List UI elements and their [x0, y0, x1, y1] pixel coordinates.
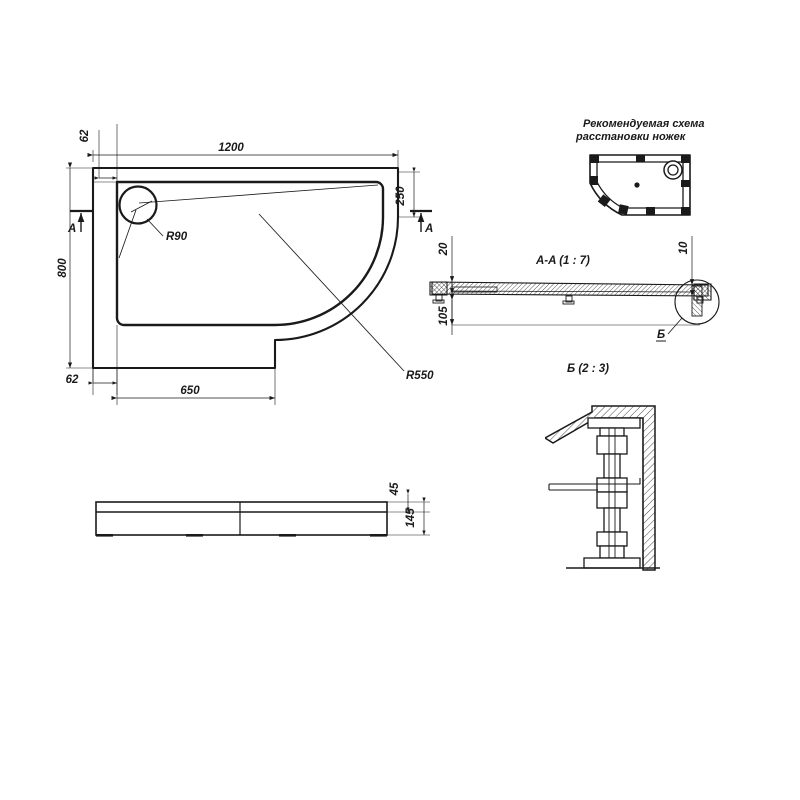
detail-b-top-pad	[587, 417, 641, 429]
dim-145-label: 145	[405, 508, 417, 528]
dim-800-label: 800	[57, 258, 69, 278]
front-elevation-group: 45 145	[95, 482, 430, 537]
section-left-end	[429, 281, 448, 296]
r550-label: R550	[406, 370, 434, 382]
section-aa-group: A-A (1 : 7) Б 20 10	[429, 236, 720, 342]
detail-callout-label: Б	[657, 329, 665, 341]
detail-b-shell	[545, 405, 656, 571]
tray-outer-outline	[91, 166, 400, 370]
legs-scheme-group: Рекомендуемая схема расстановки ножек	[575, 118, 705, 216]
dim-1200-label: 1200	[218, 142, 244, 154]
dim-62-bottom-label: 62	[66, 374, 79, 386]
detail-b-group: Б (2 : 3)	[545, 363, 660, 571]
section-label-a-right: A	[424, 223, 433, 235]
legs-scheme-title-line1: Рекомендуемая схема	[583, 118, 705, 130]
section-mark-a-left: A	[67, 209, 92, 235]
dim-10-label: 10	[678, 241, 690, 254]
plan-extension-lines	[66, 124, 420, 405]
dim-45-label: 45	[389, 482, 401, 496]
slope-line-upper	[138, 184, 379, 204]
front-feet	[96, 534, 387, 537]
detail-b-spanner	[549, 478, 641, 485]
drain-circle	[118, 185, 158, 225]
dim-105-label: 105	[438, 306, 450, 326]
detail-callout-leader	[667, 317, 683, 335]
r550-leader	[258, 213, 405, 372]
slope-line-left	[118, 209, 137, 259]
r90-leader	[146, 218, 164, 237]
section-label-a-left: A	[67, 223, 76, 235]
section-slab	[431, 281, 709, 297]
section-aa-title: A-A (1 : 7)	[535, 255, 590, 267]
legs-scheme-title-line2: расстановки ножек	[575, 131, 687, 143]
legs-drain-inner	[667, 164, 679, 176]
section-legs	[432, 294, 704, 305]
r90-label: R90	[166, 231, 188, 243]
plan-view-group: R90 R550 1200 800 62	[57, 124, 434, 405]
dim-250-label: 250	[395, 186, 407, 207]
detail-b-leg-assembly	[583, 427, 641, 569]
dim-20-label: 20	[438, 242, 450, 256]
detail-b-title: Б (2 : 3)	[567, 363, 609, 375]
dim-62-top-label: 62	[79, 129, 91, 142]
drain-center-line	[130, 200, 153, 213]
legs-pads	[590, 155, 690, 215]
tray-inner-outline	[115, 180, 385, 327]
legs-center-dot	[634, 182, 640, 188]
section-rail-line	[451, 290, 691, 293]
detail-callout-inner-block	[691, 285, 703, 317]
section-mark-a-right: A	[410, 209, 433, 235]
front-body	[95, 501, 388, 536]
dim-650-label: 650	[180, 385, 200, 397]
detail-callout-circle	[674, 279, 720, 325]
